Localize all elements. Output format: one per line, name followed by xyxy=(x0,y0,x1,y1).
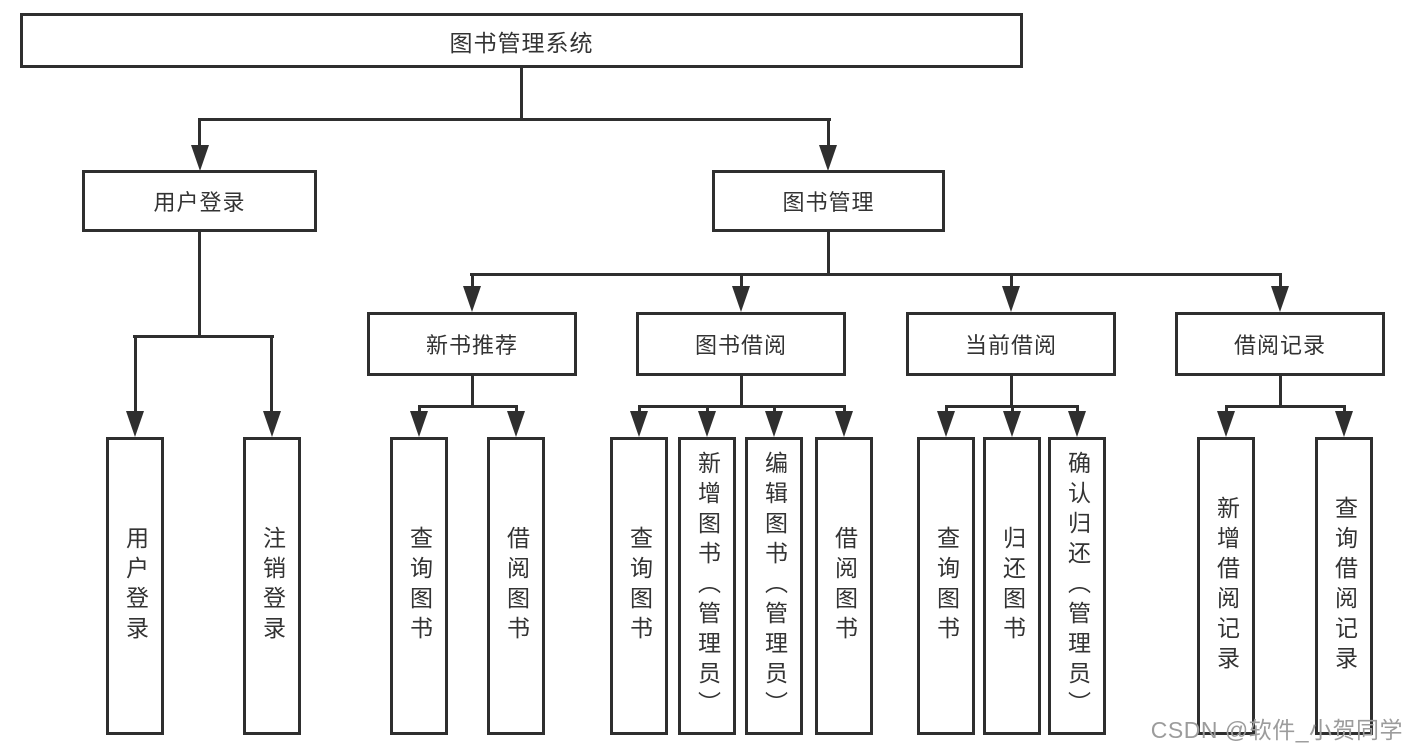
connector-drop xyxy=(706,405,709,415)
leaf-query-books-current-label: 查询图书 xyxy=(933,526,960,646)
connector-drop-book-management xyxy=(827,121,830,147)
connector-drop-leaf-logout xyxy=(270,335,273,413)
node-borrowing-records-label: 借阅记录 xyxy=(1233,333,1326,358)
leaf-add-borrow-record: 新增借阅记录 xyxy=(1197,437,1255,735)
arrow-down-icon xyxy=(507,411,525,437)
arrow-down-icon xyxy=(1217,411,1235,437)
leaf-confirm-return-admin: 确认归还（管理员） xyxy=(1048,437,1106,735)
arrow-down-icon xyxy=(1068,411,1086,437)
node-library-management-system-label: 图书管理系统 xyxy=(449,29,594,56)
node-book-management: 图书管理 xyxy=(712,170,945,232)
leaf-add-books-admin-label: 新增图书（管理员） xyxy=(694,451,721,721)
leaf-logout-label: 注销登录 xyxy=(259,526,286,646)
connector-user-login-rail xyxy=(133,335,274,338)
leaf-query-books-recommend-label: 查询图书 xyxy=(406,526,433,646)
connector-book-borrow-stem xyxy=(740,376,743,408)
arrow-down-icon xyxy=(819,145,837,171)
leaf-borrow-books-recommend: 借阅图书 xyxy=(487,437,545,735)
node-new-book-recommendation: 新书推荐 xyxy=(367,312,577,376)
arrow-down-icon xyxy=(1003,411,1021,437)
leaf-borrow-books-recommend-label: 借阅图书 xyxy=(503,526,530,646)
connector-drop xyxy=(1343,405,1346,415)
arrow-down-icon xyxy=(126,411,144,437)
arrow-down-icon xyxy=(1271,286,1289,312)
connector-drop xyxy=(843,405,846,415)
arrow-down-icon xyxy=(1002,286,1020,312)
connector-drop xyxy=(773,405,776,415)
connector-drop xyxy=(418,405,421,415)
arrow-down-icon xyxy=(835,411,853,437)
arrow-down-icon xyxy=(463,286,481,312)
connector-drop-user-login xyxy=(198,121,201,147)
connector-root-stem xyxy=(520,68,523,121)
connector-drop xyxy=(1011,405,1014,415)
node-book-borrowing: 图书借阅 xyxy=(636,312,846,376)
leaf-user-login-label: 用户登录 xyxy=(122,526,149,646)
connector-book-borrow-rail xyxy=(638,405,846,408)
leaf-query-books-current: 查询图书 xyxy=(917,437,975,735)
leaf-query-books-borrowing-label: 查询图书 xyxy=(626,526,653,646)
connector-drop xyxy=(1076,405,1079,415)
connector-root-rail xyxy=(198,118,831,121)
arrow-down-icon xyxy=(937,411,955,437)
connector-book-management-stem xyxy=(827,232,830,276)
node-book-management-label: 图书管理 xyxy=(782,190,875,215)
node-user-login-label: 用户登录 xyxy=(153,190,246,215)
arrow-down-icon xyxy=(263,411,281,437)
node-borrowing-records: 借阅记录 xyxy=(1175,312,1385,376)
connector-drop xyxy=(1225,405,1228,415)
connector-borrow-records-rail xyxy=(1225,405,1346,408)
connector-current-borrow-stem xyxy=(1010,376,1013,408)
connector-drop xyxy=(945,405,948,415)
arrow-down-icon xyxy=(765,411,783,437)
arrow-down-icon xyxy=(698,411,716,437)
arrow-down-icon xyxy=(732,286,750,312)
leaf-confirm-return-admin-label: 确认归还（管理员） xyxy=(1064,451,1091,721)
leaf-query-books-borrowing: 查询图书 xyxy=(610,437,668,735)
leaf-edit-books-admin: 编辑图书（管理员） xyxy=(745,437,803,735)
connector-drop-leaf-user-login xyxy=(134,335,137,413)
connector-drop-new-book xyxy=(471,276,474,288)
connector-new-book-rail xyxy=(418,405,518,408)
leaf-user-login: 用户登录 xyxy=(106,437,164,735)
connector-borrow-records-stem xyxy=(1279,376,1282,408)
connector-drop xyxy=(638,405,641,415)
leaf-query-borrow-record: 查询借阅记录 xyxy=(1315,437,1373,735)
node-user-login: 用户登录 xyxy=(82,170,317,232)
leaf-add-borrow-record-label: 新增借阅记录 xyxy=(1213,496,1240,676)
connector-drop-borrow-records xyxy=(1279,276,1282,288)
connector-new-book-stem xyxy=(471,376,474,408)
leaf-query-books-recommend: 查询图书 xyxy=(390,437,448,735)
leaf-return-books: 归还图书 xyxy=(983,437,1041,735)
node-new-book-recommendation-label: 新书推荐 xyxy=(425,333,518,358)
connector-book-management-rail xyxy=(470,273,1282,276)
connector-drop-book-borrow xyxy=(740,276,743,288)
node-library-management-system: 图书管理系统 xyxy=(20,13,1023,68)
csdn-watermark: CSDN @软件_小贺同学 xyxy=(1150,717,1403,743)
leaf-edit-books-admin-label: 编辑图书（管理员） xyxy=(761,451,788,721)
node-current-borrowing: 当前借阅 xyxy=(906,312,1116,376)
node-book-borrowing-label: 图书借阅 xyxy=(694,333,787,358)
connector-drop-current-borrow xyxy=(1010,276,1013,288)
leaf-add-books-admin: 新增图书（管理员） xyxy=(678,437,736,735)
node-current-borrowing-label: 当前借阅 xyxy=(964,333,1057,358)
connector-user-login-stem xyxy=(198,232,201,338)
leaf-borrow-books-borrowing: 借阅图书 xyxy=(815,437,873,735)
arrow-down-icon xyxy=(410,411,428,437)
leaf-return-books-label: 归还图书 xyxy=(999,526,1026,646)
arrow-down-icon xyxy=(630,411,648,437)
connector-drop xyxy=(515,405,518,415)
leaf-logout: 注销登录 xyxy=(243,437,301,735)
arrow-down-icon xyxy=(191,145,209,171)
leaf-borrow-books-borrowing-label: 借阅图书 xyxy=(831,526,858,646)
leaf-query-borrow-record-label: 查询借阅记录 xyxy=(1331,496,1358,676)
arrow-down-icon xyxy=(1335,411,1353,437)
